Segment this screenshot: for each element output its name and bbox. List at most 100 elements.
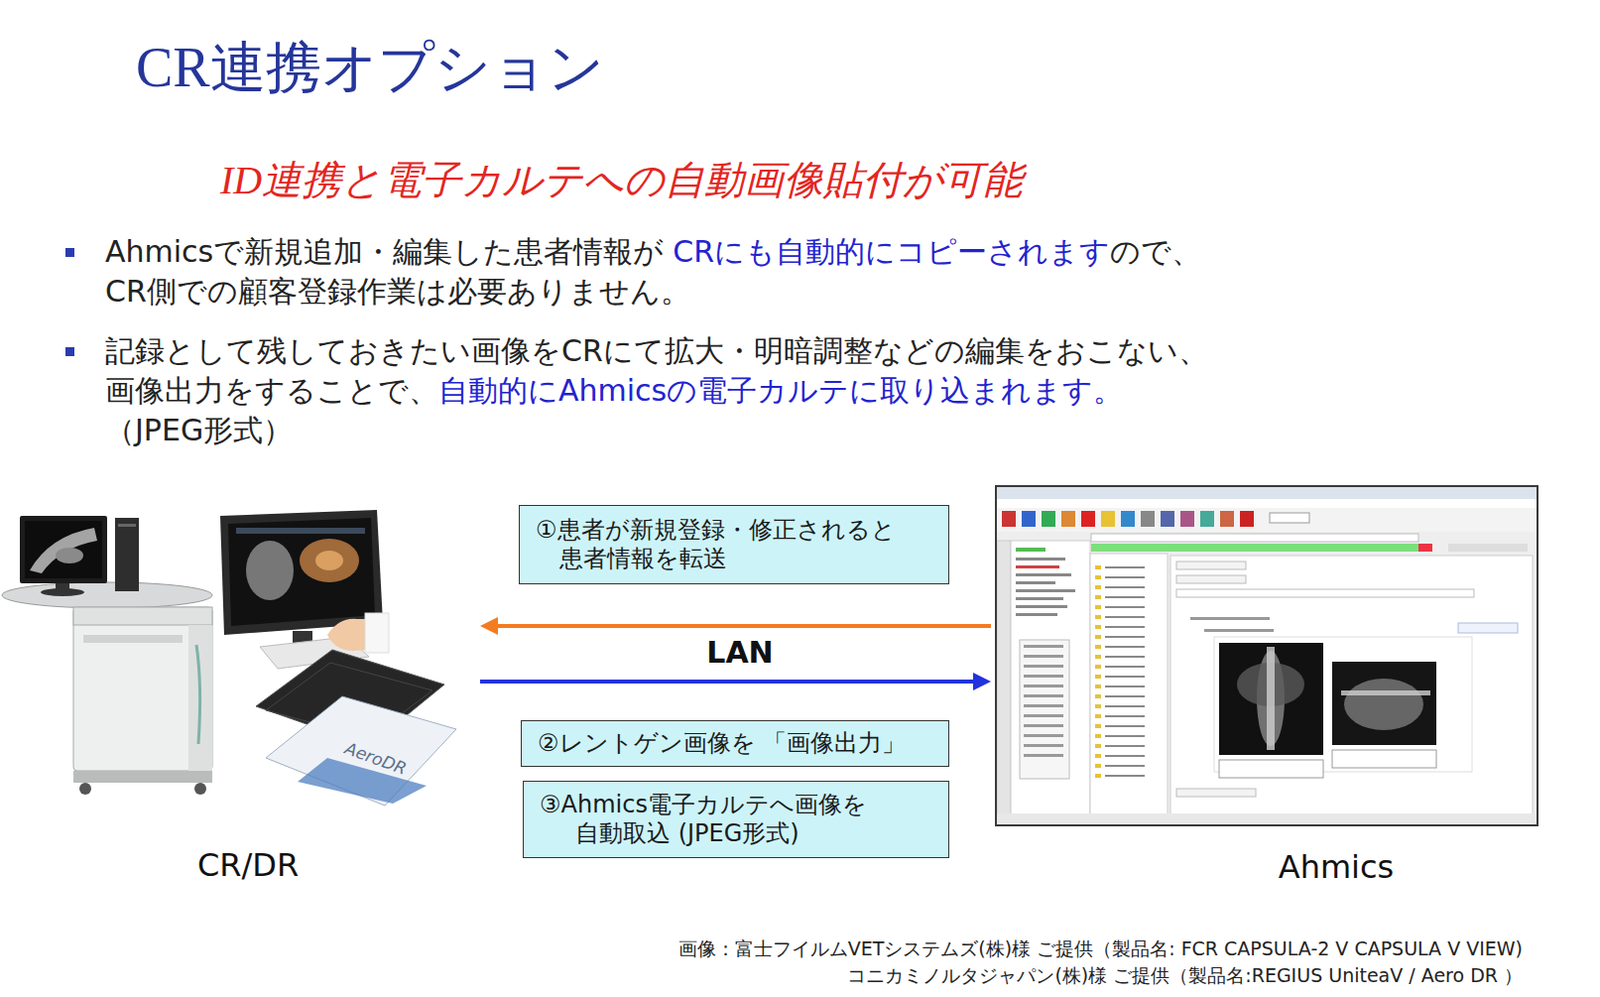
ahmics-screenshot [1180,510,1195,527]
ahmics-screenshot [1091,533,1419,542]
ahmics-screenshot [1105,715,1145,718]
ahmics-screenshot [1095,644,1102,649]
ahmics-screenshot [1105,735,1145,738]
ahmics-screenshot [1095,743,1102,748]
ahmics-screenshot [996,507,1537,532]
ahmics-screenshot [1095,605,1102,610]
step-text: ②レントゲン画像を 「画像出力」 [537,729,933,758]
ahmics-screenshot [1095,734,1102,739]
bullet-line: 記録として残しておきたい画像をCRにて拡大・明暗調整などの編集をおこない、 [105,331,1209,371]
ahmics-screenshot [1095,585,1102,590]
ahmics-screenshot [1023,644,1064,648]
cr-dr-illustration [19,515,108,584]
ahmics-screenshot [1269,512,1310,523]
cr-dr-illustration [299,538,360,583]
ahmics-screenshot [1021,510,1036,527]
ahmics-screenshot [1015,589,1076,593]
cr-dr-illustration [194,782,207,795]
device-group: CR/DR [9,500,477,824]
cr-dr-illustration [188,624,213,771]
ahmics-screenshot [1105,606,1145,609]
ahmics-screenshot [1176,788,1256,797]
ahmics-screenshot [1219,642,1324,755]
ahmics-screenshot [1081,510,1096,527]
ahmics-screenshot [1105,695,1145,698]
ahmics-screenshot [1344,678,1424,731]
cr-dr-illustration [79,782,92,795]
bullet-text: CR側での顧客登録作業は必要ありません。 [105,273,691,309]
ahmics-screenshot [996,498,1537,508]
ahmics-screenshot [1105,655,1145,658]
arrow-head [480,616,498,635]
ahmics-screenshot [1140,510,1155,527]
ahmics-screenshot [1023,724,1064,728]
bullet-marker [65,247,75,357]
step-box: ①患者が新規登録・修正されると 患者情報を転送 [518,504,950,585]
step-text: ①患者が新規登録・修正されると 患者情報を転送 [535,515,908,574]
ahmics-screenshot [1458,622,1518,633]
ahmics-screenshot [1019,639,1070,779]
ahmics-screenshot [1105,566,1145,569]
bullet-line: Ahmicsで新規追加・編集した患者情報がCRにも自動的にコピーされますので、 [105,232,1202,272]
ahmics-screenshot [1105,764,1145,767]
ahmics-screenshot [1095,714,1102,719]
ahmics-screenshot [1095,724,1102,729]
ahmics-screenshot [1105,576,1145,579]
step-box: ③Ahmics電子カルテへ画像を 自動取込 (JPEG形式) [522,780,950,859]
bullet-marker [65,247,75,257]
slide-title: CR連携オプション [135,33,605,102]
ahmics-screenshot [996,487,1537,499]
credit-text: コニカミノルタジャパン(株)様 ご提供（製品名:REGIUS UniteaV /… [678,962,1523,989]
ahmics-screenshot [1001,510,1016,527]
ahmics-screenshot [1105,665,1145,668]
highlight-text: 自動的にAhmicsの電子カルテに取り込まれます。 [438,372,1123,408]
bullet-text: 画像出力をすることで、 [105,372,439,408]
ahmics-screenshot [1200,510,1215,527]
ahmics-screenshot [1332,749,1437,768]
ahmics-screenshot [1105,586,1145,589]
bullet-text: 記録として残しておきたい画像をCRにて拡大・明暗調整などの編集をおこない、 [105,333,1209,369]
ahmics-screenshot [1023,743,1064,747]
ahmics-screenshot [1239,510,1254,527]
cr-dr-illustration [83,634,183,643]
cr-dr-illustration [228,517,375,626]
ahmics-screenshot [1041,510,1056,527]
bullet-text: ので、 [1109,234,1202,269]
ahmics-screenshot [1341,690,1431,696]
cr-dr-illustration [73,607,213,625]
cr-dr-illustration [365,613,389,653]
ahmics-screenshot [1095,684,1102,689]
ahmics-screenshot [1095,634,1102,639]
ahmics-screenshot [1095,773,1102,778]
ahmics-screenshot [1023,704,1064,708]
ahmics-screenshot [1105,744,1145,747]
ahmics-screenshot [1332,661,1437,745]
ahmics-screenshot [1095,615,1102,619]
ahmics-screenshot [1095,575,1102,580]
ahmics-screenshot [1095,674,1102,679]
ahmics-screenshot [1105,596,1145,599]
bullet-line: （JPEG形式） [105,410,293,451]
cr-dr-illustration [246,540,294,601]
bullet-line: CR側での顧客登録作業は必要ありません。 [105,271,691,312]
ahmics-screenshot [1023,674,1064,678]
cr-dr-illustration [73,770,213,783]
connector-arrow [480,616,991,635]
credit-text: 画像：富士フイルムVETシステムズ(株)様 ご提供（製品名: FCR CAPSU… [678,935,1523,963]
connector-line [495,623,991,628]
cr-dr-illustration [40,588,85,597]
ahmics-screenshot [1170,555,1533,816]
ahmics-screenshot [1105,615,1145,618]
ahmics-screenshot [1091,543,1419,552]
highlight-text: CRにも自動的にコピーされます [672,234,1110,269]
subtitle: ID連携と電子カルテへの自動画像貼付が可能 [220,156,1023,205]
group-label: CR/DR [197,846,299,884]
ahmics-screenshot [996,540,1011,824]
ahmics-screenshot [1219,759,1324,778]
ahmics-screenshot [1105,774,1145,777]
cr-dr-illustration [29,527,98,574]
ahmics-screenshot [1010,540,1091,824]
cr-dr-illustration [73,607,213,771]
ahmics-screenshot [1015,547,1046,552]
